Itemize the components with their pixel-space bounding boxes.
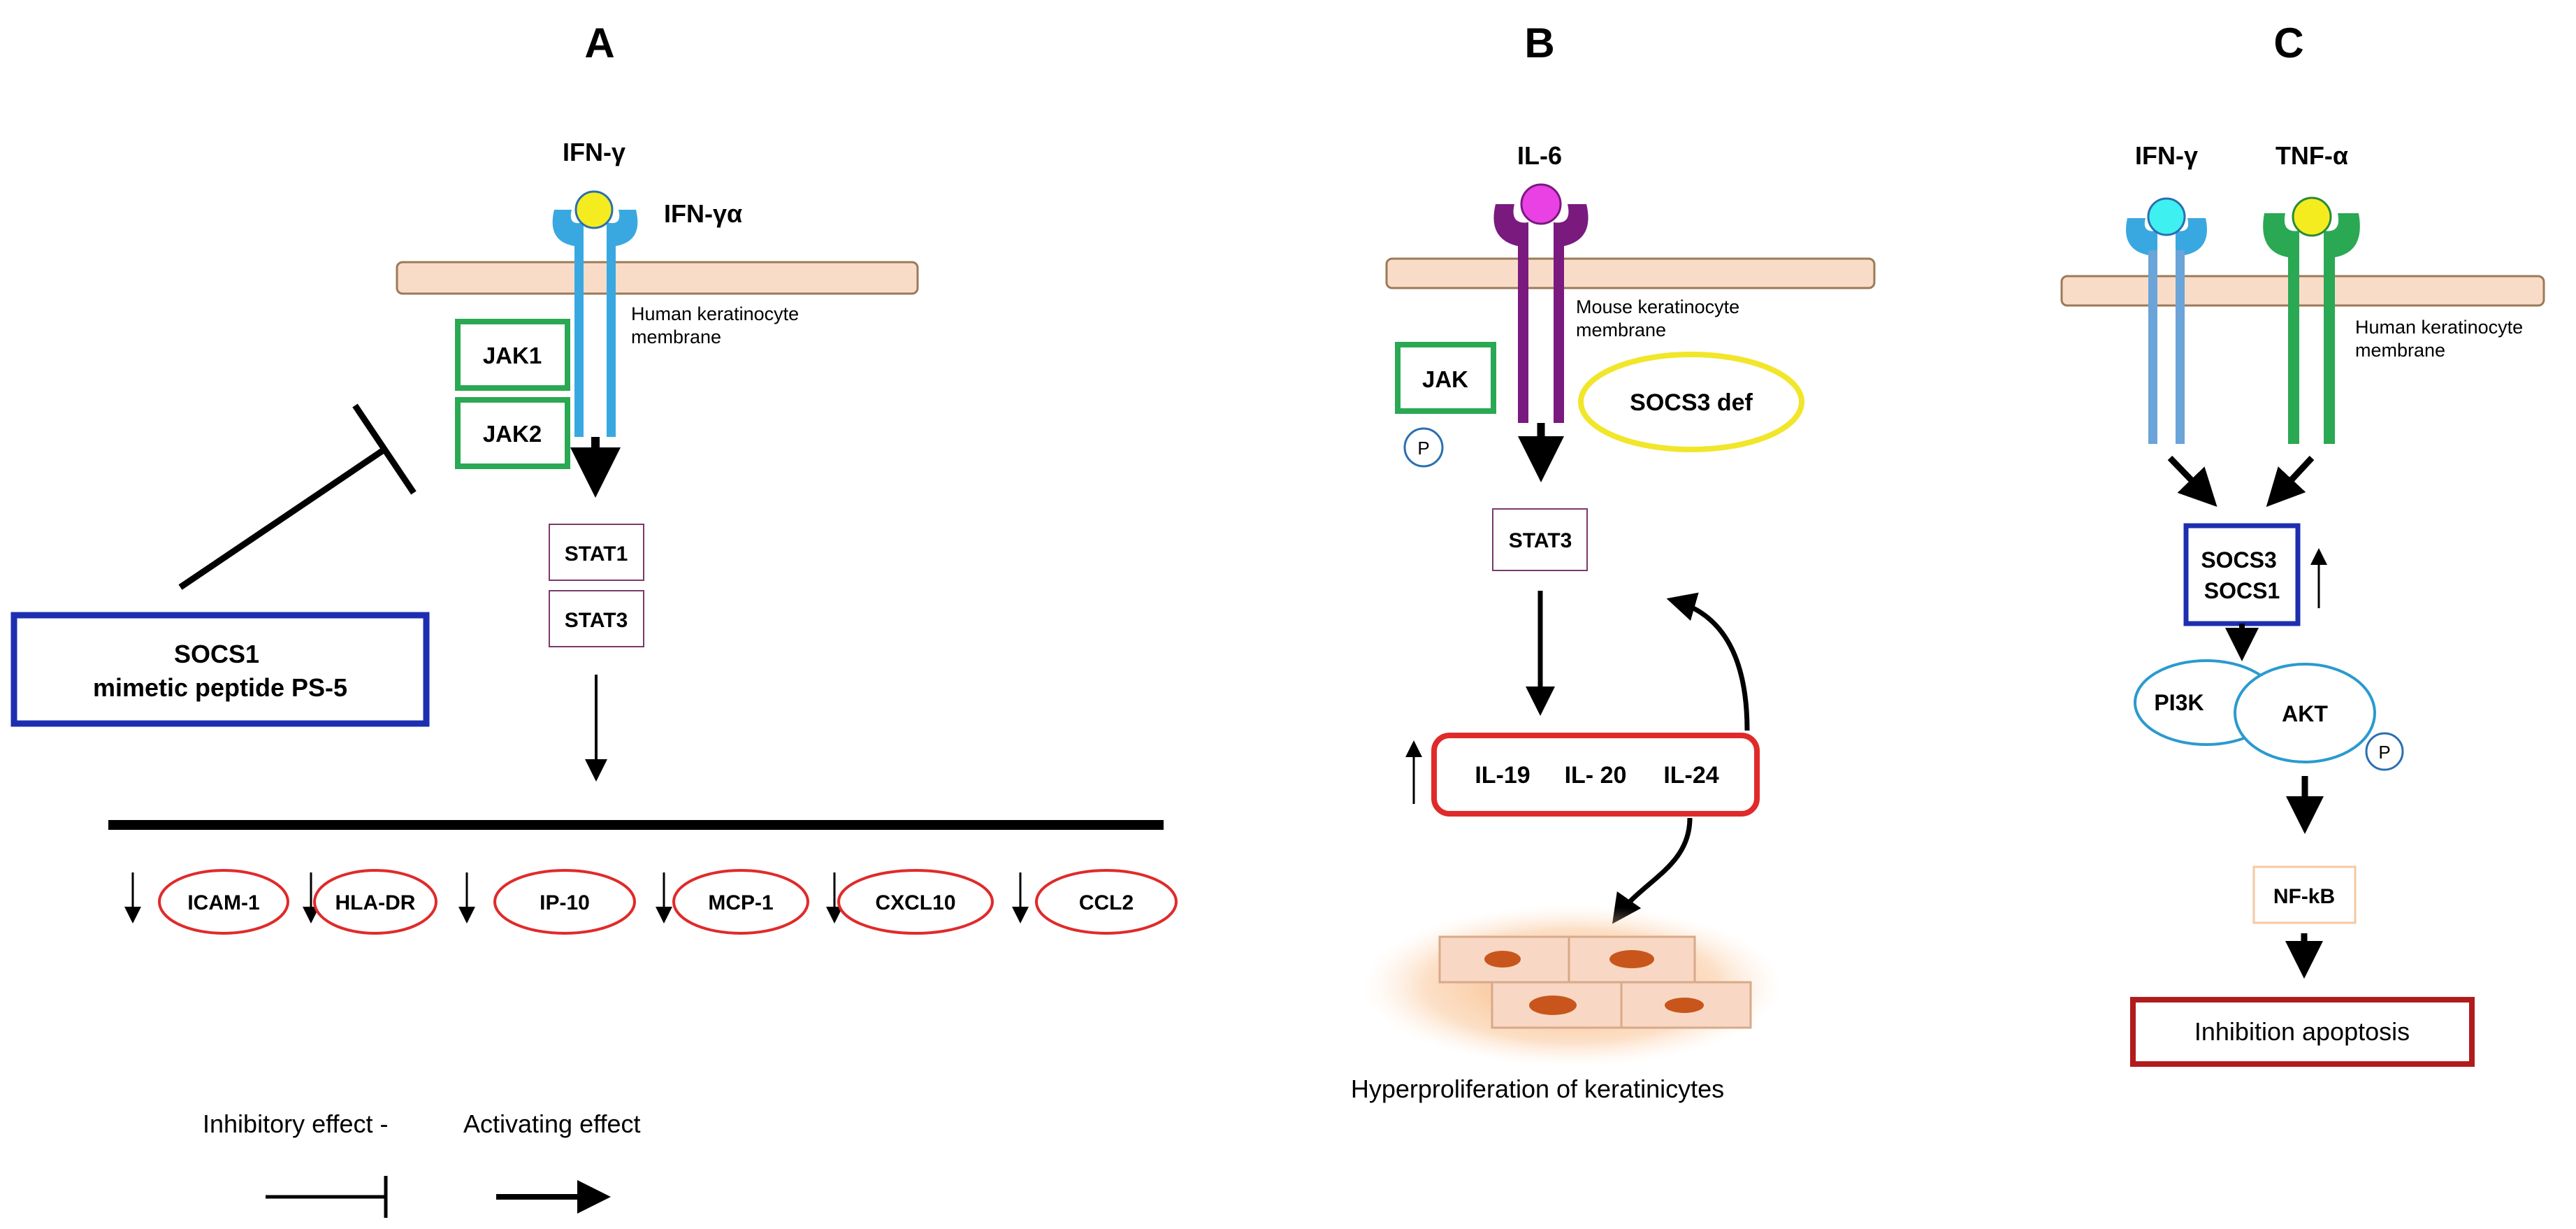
gene-ellipse-icam1 — [158, 869, 289, 935]
human-keratinocyte-membrane-c — [2060, 275, 2545, 307]
tnf-alpha-label: TNF-α — [2275, 141, 2348, 170]
panel-a-letter: A — [584, 20, 614, 66]
ifn-gamma-receptor — [552, 210, 638, 437]
stat3-label: STAT3 — [565, 609, 628, 632]
gene-ellipse-hladr — [313, 869, 437, 935]
nfkb-box — [2252, 865, 2357, 924]
panel-c: C IFN-γ TNF-α Human keratinocyte membran… — [2060, 20, 2545, 1067]
socs3-socs1-box — [2183, 523, 2301, 626]
pi3k-label: PI3K — [2154, 690, 2204, 715]
il-cytokine-labels: IL-19 IL- 20 IL-24 — [1475, 762, 1718, 789]
ifn-gamma-label-c: IFN-γ — [2135, 141, 2198, 170]
stat1-box — [549, 524, 644, 581]
akt-label: AKT — [2282, 701, 2328, 726]
stat1-label: STAT1 — [565, 542, 628, 566]
ifn-gamma-receptor-c — [2126, 218, 2207, 444]
gene-ellipse-cxcl10 — [837, 869, 994, 935]
inhibition-apoptosis-label: Inhibition apoptosis — [2194, 1017, 2410, 1046]
akt-phosphate-icon — [2365, 732, 2404, 771]
gene-label-ip10: IP-10 — [540, 891, 590, 914]
tnf-alpha-ligand — [2292, 196, 2332, 237]
jak-box — [1395, 342, 1496, 414]
stat3-label-b: STAT3 — [1509, 529, 1572, 552]
feedback-arrow — [1666, 592, 1750, 731]
ifn-gamma-ligand-label: IFN-γ — [563, 138, 625, 166]
stat3-box — [549, 590, 644, 647]
jak-label: JAK — [1422, 366, 1468, 392]
membrane-label-c: Human keratinocyte membrane — [2355, 317, 2528, 361]
il-cytokines-box — [1431, 733, 1760, 817]
mouse-membrane-label: Mouse keratinocyte membrane — [1576, 296, 1745, 340]
il6-receptor — [1493, 204, 1589, 423]
panel-a: A IFN-γ Human keratinocyte membrane IFN-… — [10, 20, 1178, 1218]
legend-activating-label: Activating effect — [463, 1109, 640, 1138]
gene-labels: ICAM-1 HLA-DR IP-10 MCP-1 CXCL10 CCL2 — [187, 891, 1134, 914]
ifn-gamma-ligand-c — [2147, 197, 2186, 236]
ifn-to-socs-arrow — [2167, 455, 2217, 507]
gene-ellipses — [158, 869, 1178, 935]
tnf-alpha-receptor — [2263, 213, 2360, 444]
legend-inhibitory-symbol — [266, 1176, 388, 1218]
gene-ellipse-ccl2 — [1035, 869, 1178, 935]
socs1-mimetic-peptide-box — [10, 612, 430, 727]
gene-ellipse-mcp1 — [672, 869, 809, 935]
akt-phosphate-label: P — [2378, 742, 2390, 763]
inhibition-apoptosis-box — [2130, 997, 2475, 1067]
jak-phosphate-icon — [1403, 427, 1444, 468]
panel-b: B IL-6 Mouse keratinocyte membrane JAK P… — [1351, 20, 1876, 1103]
gene-label-mcp1: MCP-1 — [708, 891, 773, 914]
cytokine-il20: IL- 20 — [1565, 762, 1627, 789]
cytokines-to-cells-arrow — [1612, 817, 1693, 924]
jak2-box — [455, 397, 570, 469]
gene-label-cxcl10: CXCL10 — [875, 891, 955, 914]
panel-b-letter: B — [1524, 20, 1554, 66]
gene-label-hladr: HLA-DR — [335, 891, 416, 914]
jak2-label: JAK2 — [483, 421, 542, 447]
il6-ligand-label: IL-6 — [1517, 141, 1562, 170]
hyperproliferation-label: Hyperproliferation of keratinicytes — [1351, 1075, 1724, 1103]
socs-label: SOCS3 SOCS1 — [2201, 547, 2282, 603]
socs1-mimetic-label: SOCS1 mimetic peptide PS-5 — [93, 640, 347, 702]
gene-ellipse-ip10 — [493, 869, 636, 935]
gene-label-icam1: ICAM-1 — [187, 891, 259, 914]
gene-label-ccl2: CCL2 — [1079, 891, 1134, 914]
legend: Inhibitory effect - Activating effect — [203, 1109, 640, 1218]
inhibition-symbol — [178, 403, 417, 590]
cytokine-il19: IL-19 — [1475, 762, 1530, 789]
ifn-gamma-alpha-receptor-label: IFN-γα — [664, 199, 742, 228]
legend-inhibitory-label: Inhibitory effect - — [203, 1109, 388, 1138]
il6-ligand — [1520, 183, 1562, 225]
panel-c-letter: C — [2273, 20, 2303, 66]
socs3-def-ellipse — [1578, 352, 1804, 452]
downregulation-arrows — [124, 872, 1029, 923]
socs3-def-label: SOCS3 def — [1630, 389, 1753, 416]
stat3-box-b — [1492, 508, 1588, 571]
jak1-label: JAK1 — [483, 343, 542, 368]
keratinocyte-cells — [1363, 905, 1782, 1066]
nfkb-label: NF-kB — [2273, 885, 2335, 908]
ifn-gamma-ligand — [574, 190, 614, 229]
mouse-keratinocyte-membrane — [1385, 257, 1876, 289]
tnf-to-socs-arrow — [2266, 455, 2315, 508]
membrane-label: Human keratinocyte membrane — [631, 303, 804, 347]
akt-ellipse — [2234, 663, 2376, 763]
jak-phosphate-label: P — [1417, 438, 1429, 459]
human-keratinocyte-membrane — [396, 261, 919, 295]
jak1-box — [455, 319, 570, 391]
cytokine-il24: IL-24 — [1663, 762, 1718, 789]
